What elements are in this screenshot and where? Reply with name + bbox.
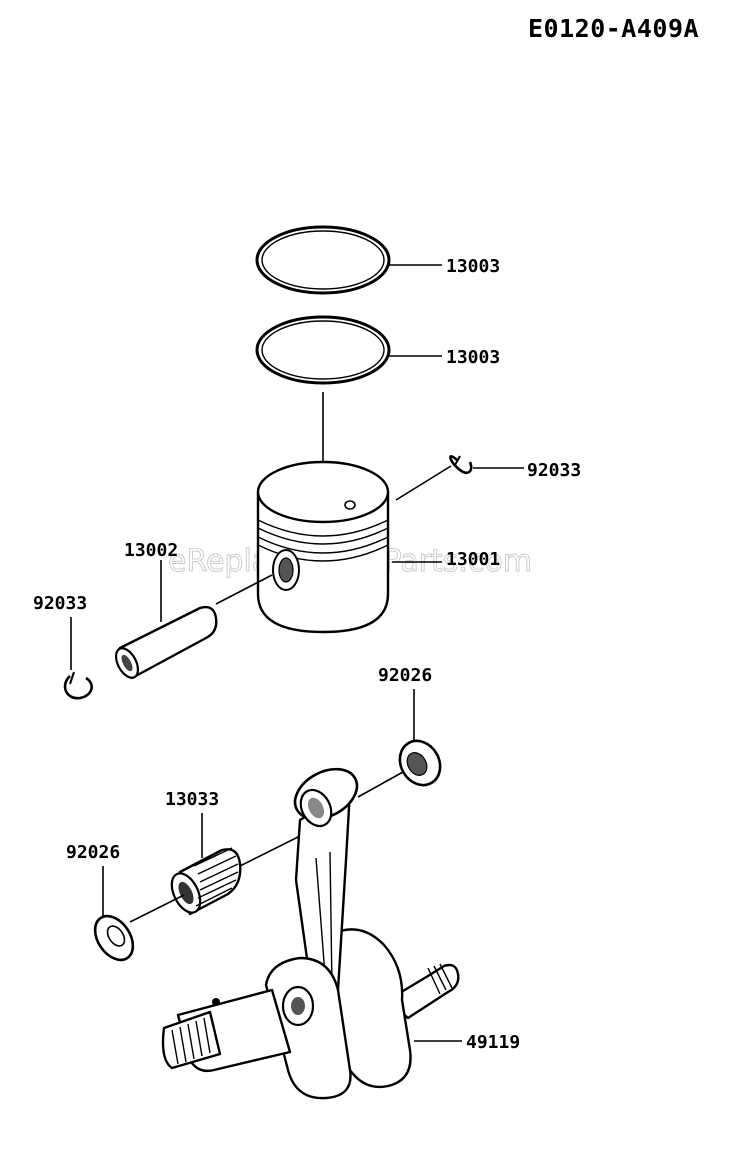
crankshaft-assembly[interactable] bbox=[161, 759, 460, 1100]
needle-bearing[interactable] bbox=[166, 847, 242, 917]
part-number-ring-second[interactable]: 13003 bbox=[446, 347, 500, 368]
diagram-code: E0120-A409A bbox=[528, 14, 700, 43]
part-number-crankshaft[interactable]: 49119 bbox=[466, 1032, 520, 1053]
part-number-washer-right[interactable]: 92026 bbox=[378, 665, 432, 686]
part-number-circlip-left[interactable]: 92033 bbox=[33, 593, 87, 614]
part-number-needle-bearing[interactable]: 13033 bbox=[165, 789, 219, 810]
leader-washer-to-bearing bbox=[129, 894, 185, 923]
leader-bearing-to-rod bbox=[239, 835, 301, 867]
thrust-washer-left[interactable] bbox=[87, 909, 140, 967]
part-number-piston-pin[interactable]: 13002 bbox=[124, 540, 178, 561]
piston[interactable] bbox=[256, 460, 390, 634]
piston-ring-top[interactable] bbox=[255, 225, 391, 295]
leader-washer-to-rod bbox=[357, 771, 404, 798]
circlip-left[interactable] bbox=[63, 671, 93, 700]
piston-pin[interactable] bbox=[112, 605, 218, 681]
part-number-ring-top[interactable]: 13003 bbox=[446, 256, 500, 277]
leader-circlip-to-piston bbox=[395, 465, 452, 501]
leader-pin-to-piston bbox=[215, 574, 273, 605]
part-number-piston[interactable]: 13001 bbox=[446, 549, 500, 570]
piston-ring-second[interactable] bbox=[255, 315, 391, 385]
circlip-right[interactable] bbox=[449, 455, 473, 475]
thrust-washer-right[interactable] bbox=[392, 734, 448, 793]
part-number-washer-left[interactable]: 92026 bbox=[66, 842, 120, 863]
part-number-circlip-right[interactable]: 92033 bbox=[527, 460, 581, 481]
